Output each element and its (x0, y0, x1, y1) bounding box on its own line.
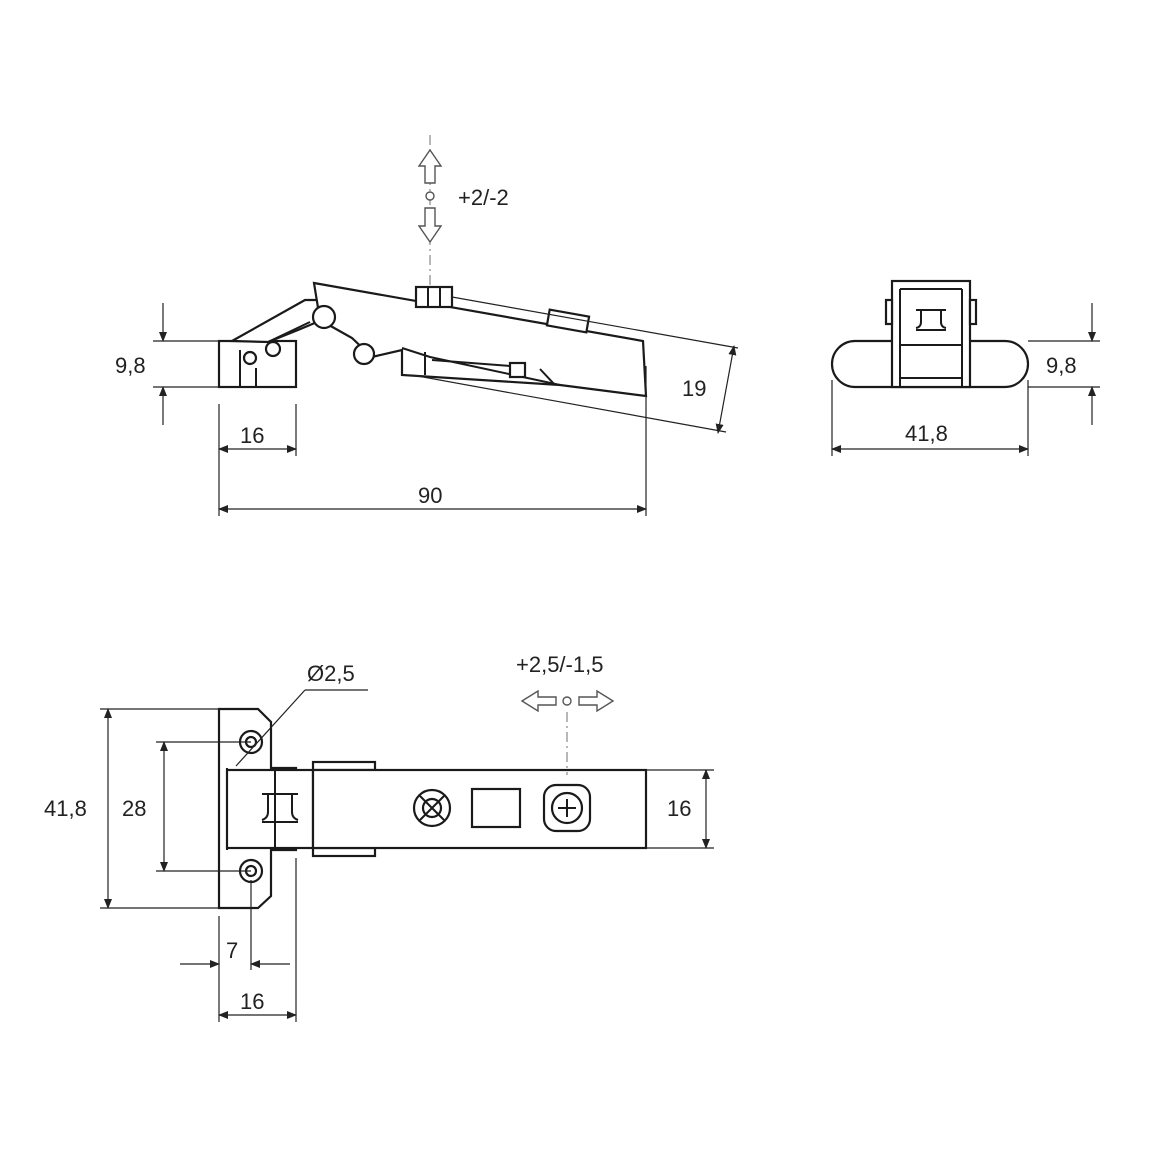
arm-bottom-clip (311, 846, 377, 858)
plate-pivot (264, 340, 282, 358)
plate-width-label: 41,8 (44, 796, 87, 821)
mount-height-label: 9,8 (115, 353, 146, 378)
hole-spacing-label: 28 (122, 796, 146, 821)
plate-depth-label: 16 (240, 989, 264, 1014)
ext-line-arm-bottom (411, 374, 727, 433)
plate-pin (242, 350, 258, 366)
dim-line-19 (715, 345, 737, 434)
total-length-label: 90 (418, 483, 442, 508)
hole-diameter-label: Ø2,5 (307, 661, 355, 686)
ext-line-arm-top (451, 296, 739, 349)
cam-screw-icon (542, 783, 592, 833)
right-arrow-icon (578, 689, 615, 713)
arm-cam-pin (352, 342, 376, 366)
logo-icon (915, 309, 947, 331)
top-hinge-cup (225, 768, 315, 850)
end-width-label: 41,8 (905, 421, 948, 446)
left-arrow-icon (520, 689, 557, 713)
end-arm (890, 279, 972, 389)
arm-window (470, 787, 522, 829)
arm-top-clip (311, 760, 377, 772)
mounting-plate (217, 339, 298, 389)
hole-offset-label: 7 (226, 938, 238, 963)
down-arrow-icon (417, 207, 443, 244)
adjust-point-icon (425, 191, 435, 201)
end-view: 9,8 41,8 (830, 279, 1100, 456)
linkage-arm (227, 298, 324, 344)
arm-height-label: 19 (682, 376, 706, 401)
horizontal-adjust-label: +2,5/-1,5 (516, 652, 603, 677)
up-arrow-icon (417, 148, 443, 184)
end-height-label: 9,8 (1046, 353, 1077, 378)
arm-hinge-pin (311, 304, 337, 330)
hinge-arm-body (312, 281, 648, 398)
top-logo-icon (261, 793, 299, 823)
diameter-leader (235, 689, 306, 767)
mount-width-label: 16 (240, 423, 264, 448)
vertical-adjust-label: +2/-2 (458, 185, 509, 210)
end-left-tab (884, 298, 894, 326)
screw-head-icon (412, 788, 452, 828)
linkage-inner-line (267, 321, 311, 343)
top-view: +2,5/-1,5 Ø2,5 41,8 28 16 7 16 (44, 652, 714, 1022)
end-right-tab (968, 298, 978, 326)
arm-tab (508, 361, 527, 379)
arm-width-label: 16 (667, 796, 691, 821)
arm-top-cover (414, 285, 454, 309)
side-view: +2/-2 9,8 16 90 (115, 135, 739, 516)
h-adjust-point-icon (562, 696, 572, 706)
